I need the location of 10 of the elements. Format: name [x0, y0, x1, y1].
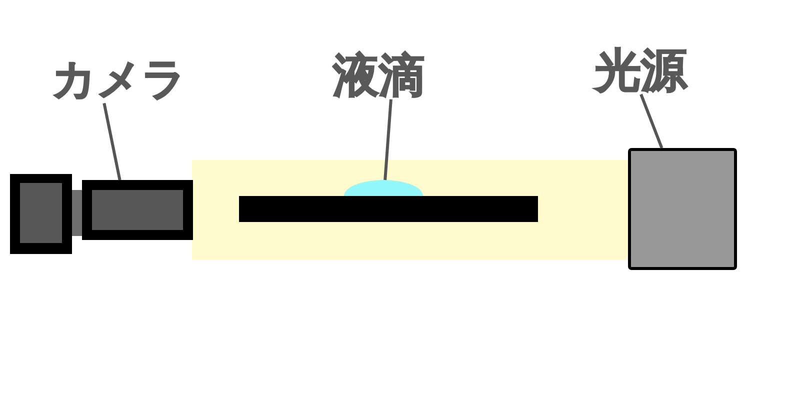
callout-label: カメラ [52, 57, 186, 104]
leader-line [640, 94, 664, 149]
light-source [628, 148, 737, 270]
leader-line [384, 99, 392, 180]
callout-label: 液滴 [333, 51, 425, 100]
callout-label: 光源 [595, 46, 687, 94]
sample-stage [239, 196, 538, 222]
droplet [344, 180, 423, 196]
leader-line [102, 102, 122, 180]
camera-drawing [10, 174, 193, 254]
